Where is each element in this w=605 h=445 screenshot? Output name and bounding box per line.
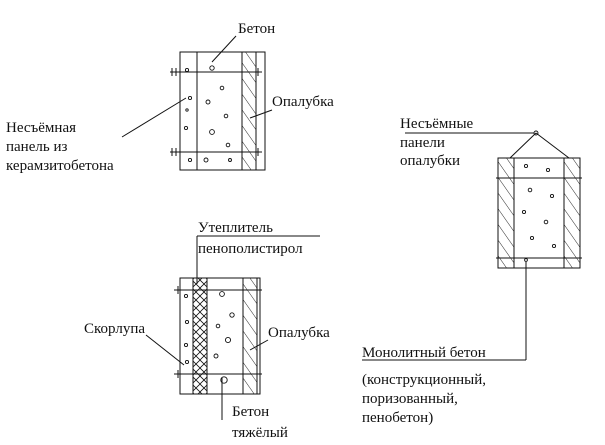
diagram-ceramsite-panel: Бетон Опалубка Несъёмная панель из керам… (6, 21, 334, 174)
insulation-cross-hatch (192, 277, 208, 395)
label-formwork: Опалубка (272, 94, 334, 110)
label-formwork: Опалубка (268, 325, 330, 341)
formwork-hatch (242, 277, 258, 395)
roof-peak (509, 130, 570, 159)
leader-formwork (249, 109, 273, 119)
label-monolithic-line4: пенобетон) (362, 410, 433, 426)
leader-formwork (249, 339, 269, 351)
formwork-hatch (241, 51, 257, 171)
left-panel-hatch (497, 157, 515, 269)
wall-section (170, 51, 266, 171)
shell-dots (183, 293, 190, 365)
concrete-aggregate-dots (203, 65, 232, 163)
label-panels-line2: панели (400, 135, 445, 151)
right-panel-hatch (563, 157, 581, 269)
label-insulation-line1: Утеплитель (198, 220, 273, 236)
leader-panel (121, 97, 187, 138)
diagram-permanent-panels: Несъёмные панели опалубки Монолитный бет… (362, 116, 582, 426)
wall-section (174, 277, 262, 395)
label-monolithic-line2: (конструкционный, (362, 372, 486, 388)
column-section (496, 157, 582, 269)
label-panel-line3: керамзитобетона (6, 158, 114, 174)
label-concrete: Бетон (238, 21, 275, 37)
monolithic-aggregate-dots (521, 163, 557, 262)
label-shell: Скорлупа (84, 321, 145, 337)
label-monolithic-line1: Монолитный бетон (362, 345, 486, 361)
leader-concrete (211, 35, 237, 63)
label-panels-line3: опалубки (400, 153, 460, 169)
label-concrete-line2: тяжёлый (232, 425, 288, 441)
label-concrete-line1: Бетон (232, 404, 269, 420)
label-panels-line1: Несъёмные (400, 116, 474, 132)
panel-aggregate-dots (183, 67, 193, 163)
label-monolithic-line3: поризованный, (362, 391, 458, 407)
heavy-concrete-dots (213, 291, 235, 384)
diagram-shell-insulation: Утеплитель пенополистирол Скорлупа Опалу… (84, 220, 330, 441)
label-insulation-line2: пенополистирол (198, 241, 303, 257)
leader-shell (145, 334, 185, 366)
label-panel-line2: панель из (6, 139, 67, 155)
label-panel-line1: Несъёмная (6, 120, 76, 136)
